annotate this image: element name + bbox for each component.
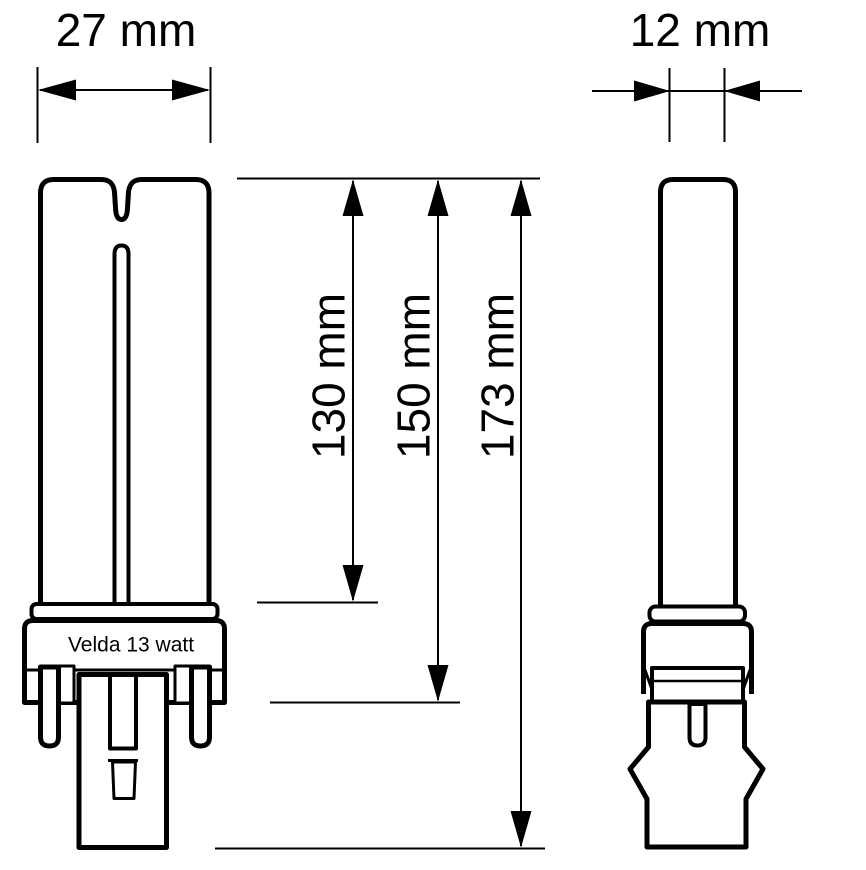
dim-173-label: 173 mm: [472, 293, 524, 459]
side-right-wedge: [741, 669, 752, 692]
front-collar: [29, 602, 220, 621]
dim-27-right-arrowhead: [172, 79, 210, 101]
dim-150-up-arrowhead: [427, 179, 449, 216]
side-collar: [647, 604, 747, 624]
front-view: Velda 13 watt: [22, 177, 227, 850]
side-view: [627, 177, 766, 850]
dimension-total-length: 173 mm: [215, 179, 545, 850]
dim-130-up-arrowhead: [342, 179, 364, 216]
side-pin: [687, 702, 708, 748]
dim-130-label: 130 mm: [303, 293, 355, 459]
front-tube-inner-slot: [112, 243, 131, 606]
front-left-pin: [38, 664, 61, 749]
dim-150-down-arrowhead: [427, 665, 449, 702]
side-tube-outline: [658, 177, 738, 606]
dimension-length-to-base: 150 mm: [270, 179, 460, 704]
dimension-side-width: 12 mm: [592, 4, 802, 142]
dim-12-left-arrowhead: [634, 80, 670, 102]
dimension-front-width: 27 mm: [36, 4, 212, 143]
side-lower-base: [627, 699, 766, 850]
dim-173-down-arrowhead: [510, 811, 532, 848]
side-base-band: [650, 666, 745, 706]
front-stem-key: [111, 760, 137, 800]
dim-173-up-arrowhead: [510, 179, 532, 216]
dim-130-down-arrowhead: [342, 565, 364, 602]
front-tube-outline: [38, 177, 212, 606]
dim-27-label: 27 mm: [56, 4, 197, 56]
side-left-wedge: [643, 669, 654, 692]
dim-150-label: 150 mm: [388, 293, 440, 459]
dim-12-label: 12 mm: [630, 4, 771, 56]
dimension-tube-length: 130 mm: [257, 179, 378, 604]
front-right-pin: [189, 664, 212, 749]
brand-label: Velda 13 watt: [68, 634, 194, 657]
dim-12-right-arrowhead: [724, 80, 760, 102]
dim-27-left-arrowhead: [38, 79, 76, 101]
front-stem-channel: [108, 675, 138, 751]
